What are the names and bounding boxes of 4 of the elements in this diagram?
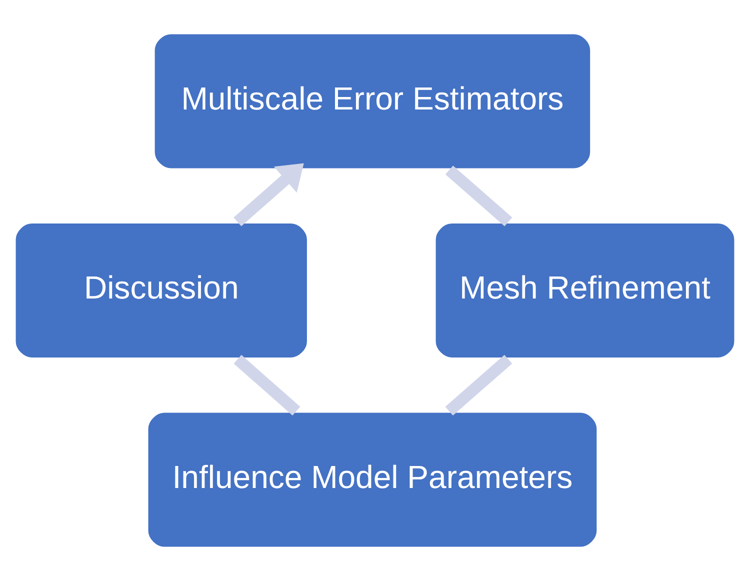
connector [234, 354, 300, 415]
arrow [234, 162, 304, 226]
connector [445, 165, 512, 226]
connector [445, 354, 512, 416]
